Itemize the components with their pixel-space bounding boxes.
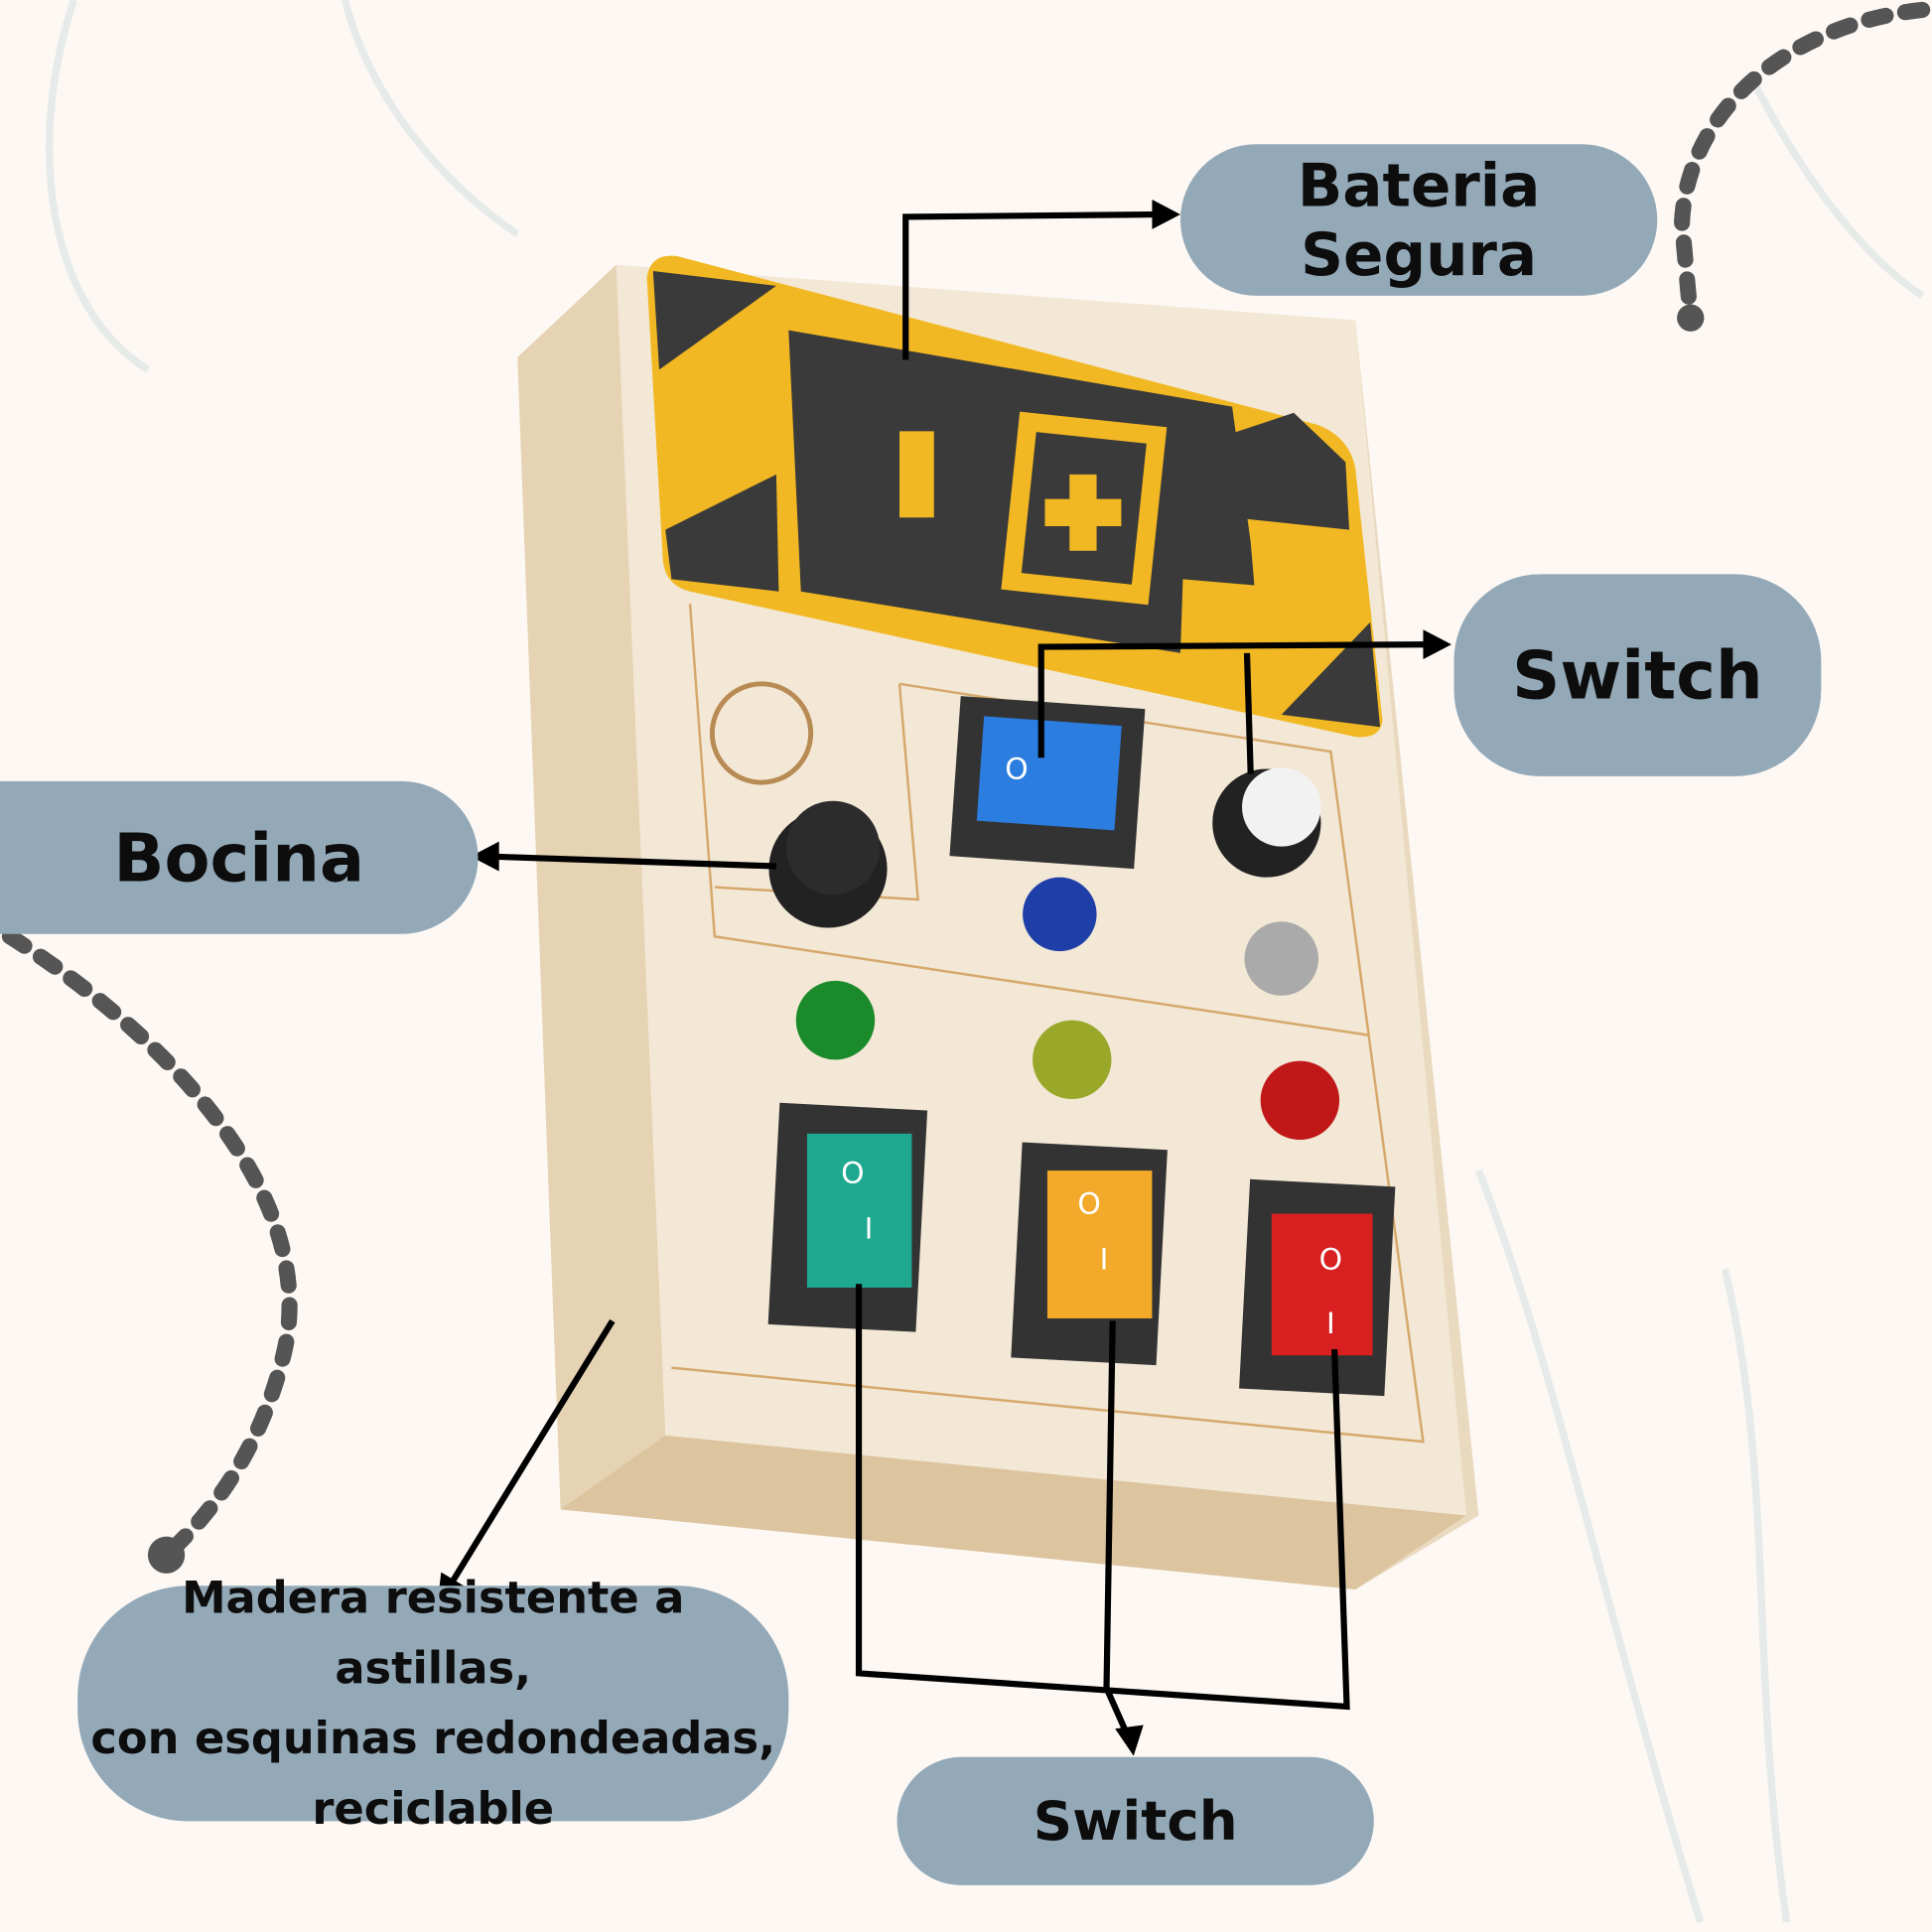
busy-board-device	[517, 255, 1479, 1590]
svg-text:I: I	[865, 1211, 874, 1246]
wood-line-3: reciclable	[312, 1783, 555, 1835]
callout-lines	[443, 210, 1436, 1745]
svg-text:I: I	[1100, 1242, 1109, 1277]
leaf-decoration	[45, 0, 1925, 1924]
wood-line-1: Madera resistente a astillas,	[182, 1573, 685, 1694]
svg-text:I: I	[1326, 1307, 1335, 1341]
switch-symbols: O OI OI OI	[841, 752, 1342, 1340]
label-switch-bottom: Switch	[897, 1756, 1374, 1885]
svg-text:O: O	[1005, 752, 1028, 786]
svg-text:O: O	[1319, 1242, 1342, 1277]
wood-line-2: con esquinas redondeadas,	[90, 1713, 776, 1764]
svg-text:O: O	[1077, 1186, 1100, 1221]
label-bocina: Bocina	[0, 780, 479, 934]
dotted-curve-top	[1674, 1, 1931, 327]
dotted-curve-left	[1, 928, 298, 1564]
label-madera: Madera resistente a astillas, con esquin…	[77, 1573, 789, 1834]
svg-text:O: O	[841, 1156, 864, 1190]
label-switch-top: Switch	[1453, 574, 1822, 776]
label-bateria-segura: Bateria Segura	[1179, 144, 1658, 296]
